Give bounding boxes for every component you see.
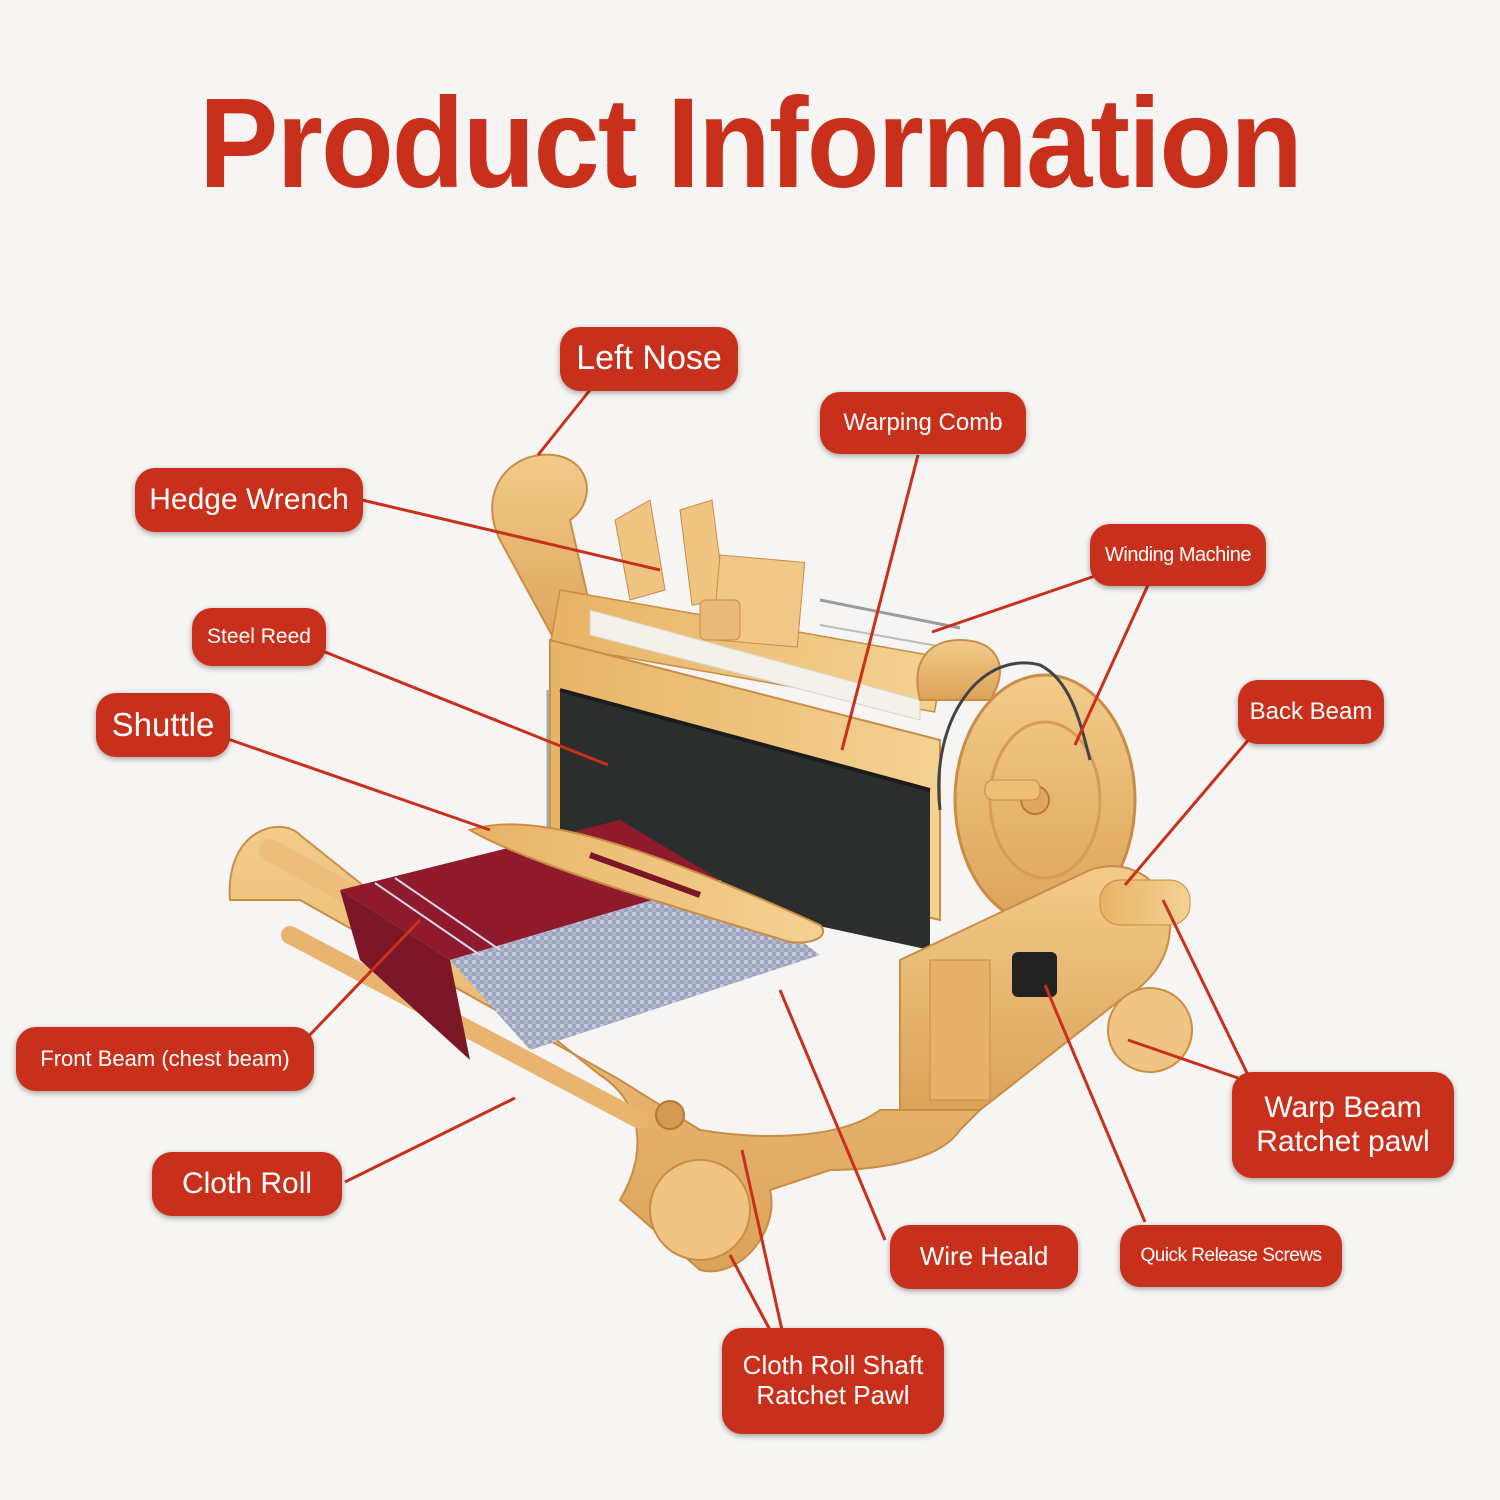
label-front-beam: Front Beam (chest beam)	[16, 1027, 314, 1091]
label-back-beam: Back Beam	[1238, 680, 1384, 744]
label-cloth-roll: Cloth Roll	[152, 1152, 342, 1216]
leader-quick-release	[1043, 984, 1147, 1223]
leader-front-beam	[303, 918, 422, 1042]
label-quick-release-screws: Quick Release Screws	[1120, 1225, 1342, 1287]
leader-hedge-wrench	[361, 498, 661, 572]
leader-left-nose	[536, 389, 592, 456]
leader-warping-comb	[840, 454, 920, 751]
label-winding-machine: Winding Machine	[1090, 524, 1266, 586]
label-left-nose: Left Nose	[560, 327, 738, 391]
leader-shuttle	[224, 736, 491, 832]
leader-warp-beam-1	[1161, 899, 1250, 1076]
leader-cloth-roll-shaft-2	[740, 1149, 784, 1331]
leader-back-beam	[1123, 737, 1252, 886]
shuttle-shape	[467, 823, 825, 944]
label-shuttle: Shuttle	[96, 693, 230, 757]
leader-winding-machine-2	[1073, 584, 1150, 746]
label-warping-comb: Warping Comb	[820, 392, 1026, 454]
leader-cloth-roll	[344, 1096, 516, 1184]
label-wire-heald: Wire Heald	[890, 1225, 1078, 1289]
leader-warp-beam-2	[1127, 1038, 1239, 1080]
winding-wheel	[916, 638, 1137, 927]
leader-wire-heald	[778, 989, 887, 1241]
leader-cloth-roll-shaft-1	[728, 1254, 772, 1331]
label-hedge-wrench: Hedge Wrench	[135, 468, 363, 532]
leader-steel-reed	[319, 648, 609, 767]
leader-winding-machine-1	[931, 573, 1099, 634]
page-title: Product Information	[198, 72, 1303, 215]
leader-lines	[224, 389, 1252, 1331]
label-steel-reed: Steel Reed	[192, 608, 326, 666]
